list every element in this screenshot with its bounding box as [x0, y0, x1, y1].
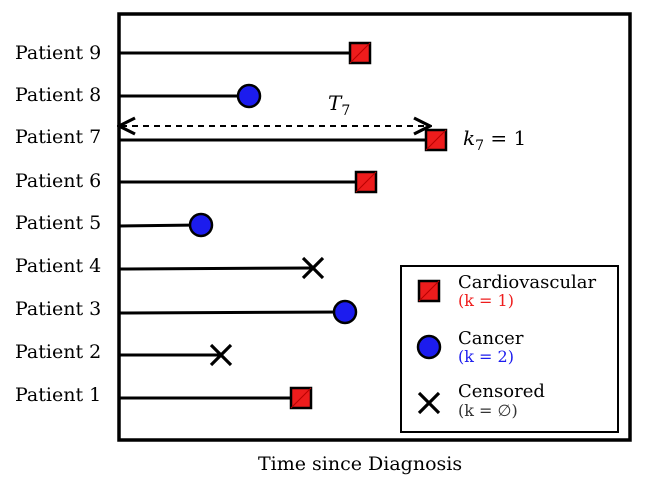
- cancer-marker: [332, 299, 358, 325]
- censored-legend-marker: [417, 391, 441, 415]
- cardiovascular-marker: [354, 170, 378, 194]
- patient-label: Patient 3: [15, 298, 101, 320]
- cardiovascular-legend-marker: [417, 279, 441, 303]
- timeline-patient-5: [118, 223, 201, 228]
- legend-label-cancer: Cancer: [458, 328, 524, 349]
- cancer-legend-marker: [416, 334, 442, 360]
- plot-frame: [117, 12, 632, 442]
- patient-label: Patient 9: [15, 42, 101, 64]
- censored-marker: [209, 343, 233, 367]
- patient-label: Patient 7: [15, 126, 101, 148]
- patient-label: Patient 8: [15, 84, 101, 106]
- patient-label: Patient 6: [15, 170, 101, 192]
- timeline-patient-4: [118, 266, 314, 271]
- cardiovascular-marker: [424, 128, 448, 152]
- legend-code-censored: (k = ∅): [458, 401, 518, 420]
- cancer-marker: [236, 83, 262, 109]
- legend-label-cardiovascular: Cardiovascular: [458, 272, 597, 293]
- timeline-patient-3: [118, 310, 346, 315]
- cardiovascular-marker: [348, 41, 372, 65]
- cancer-marker: [188, 212, 214, 238]
- legend-code-cancer: (k = 2): [458, 347, 514, 366]
- timelines: [118, 51, 436, 400]
- time-annotation: T7: [328, 91, 350, 119]
- event-type-annotation: k7 = 1: [463, 126, 526, 154]
- legend-code-cardiovascular: (k = 1): [458, 291, 514, 310]
- censored-marker: [301, 256, 325, 280]
- patient-label: Patient 4: [15, 255, 101, 277]
- patient-label: Patient 5: [15, 212, 101, 234]
- legend-label-censored: Censored: [458, 381, 545, 402]
- cardiovascular-marker: [289, 386, 313, 410]
- x-axis-label: Time since Diagnosis: [258, 453, 462, 475]
- patient-label: Patient 1: [15, 384, 101, 406]
- legend: Cardiovascular (k = 1) Cancer (k = 2) Ce…: [400, 265, 619, 433]
- patient-label: Patient 2: [15, 341, 101, 363]
